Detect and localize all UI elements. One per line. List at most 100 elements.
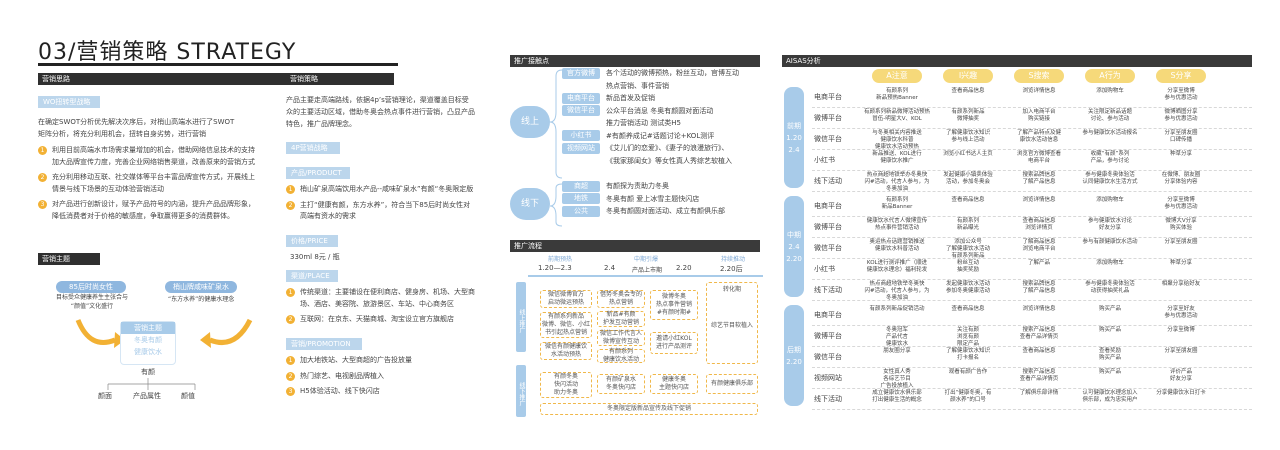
touchpoint-row: 官方微博各个活动的微博预热，粉丝互动，官博互动 <box>562 67 802 80</box>
aisas-cell: 热点商超地铁举办冬奥快 闪#活动，代言人参与，为 冬奥加油 <box>864 172 930 192</box>
aisas-row-label: 线下活动 <box>814 177 842 185</box>
touchpoint-row: 推力营销活动 测试类H5 <box>562 117 802 130</box>
aisas-cell: 微博大V分享 购买体验 <box>1165 218 1197 231</box>
aisas-row-divider <box>812 367 1252 368</box>
aisas-cell: 与冬奥相关内容推送 健康饮水科普 健康饮水活动预热 <box>872 130 922 150</box>
bullet-number-icon: 3 <box>286 387 295 396</box>
aisas-cell: 查看商品信息 <box>1022 348 1056 354</box>
offline-circle: 线下 <box>510 188 550 220</box>
bullet-number-icon: 1 <box>286 356 295 365</box>
touchpoint-row: 地铁冬奥有颜 爱上冰雪主题快闪店 <box>562 193 802 206</box>
touchpoint-row: 视频网站《艾儿们的恋爱》、《妻子的浪漫旅行》、 <box>562 142 802 155</box>
aisas-row-divider <box>812 191 1252 192</box>
wo-strategy-label: WO扭转型战略 <box>38 96 100 108</box>
aisas-cell: 了解产品 <box>1027 260 1050 266</box>
aisas-cell: 在微博、朋友圈 分享体验内容 <box>1161 172 1201 185</box>
online-circle: 线上 <box>510 106 550 138</box>
aisas-cell: 购买产品 <box>1098 306 1121 312</box>
theme-arrows <box>75 318 253 348</box>
aisas-cell: 查看商品信息 <box>951 197 985 203</box>
aisas-cell: 参与健康冬奥体验活 动获得抽奖礼品 <box>1085 281 1135 294</box>
aisas-cell: 加入电商平台 购买链接 <box>1022 109 1056 122</box>
touchpoint-text: 各个活动的微博预热，粉丝互动，官博互动 <box>606 69 739 77</box>
aisas-cell: 冬奥冠军 产品代言 健康饮水 <box>885 327 908 347</box>
touchpoint-text: 冬奥有颜 爱上冰雪主题快闪店 <box>606 194 700 203</box>
flow-box: 借势冬奥会专的 热点营销 <box>597 290 645 308</box>
aisas-row-label: 电商平台 <box>814 311 842 319</box>
flow-date: 1.20—2.3 <box>538 264 572 272</box>
aisas-cell: 种草分享 <box>1169 151 1192 157</box>
aisas-cell: 有颜系列新品 微博抽奖 <box>951 109 985 122</box>
bullet-number-icon: 2 <box>286 315 295 324</box>
aisas-cell: 浏览小红书达人主页 <box>943 151 993 157</box>
flow-mid-label: 产品上市期 <box>632 267 663 274</box>
aisas-head: S分享 <box>1156 69 1206 83</box>
touchpoint-label: 地铁 <box>562 193 600 205</box>
aisas-cell: 了解健康饮水知识 打卡报名 <box>945 348 990 361</box>
aisas-cell: 分享至微博 参与优惠活动 <box>1164 197 1198 210</box>
4p-label: 4P营销战略 <box>286 142 340 154</box>
aisas-row-divider <box>812 216 1252 217</box>
aisas-cell: 微博晒图分享 参与优惠活动 <box>1164 109 1198 122</box>
touchpoint-text: 新品首发及促销 <box>606 94 655 102</box>
bullet-number-icon: 1 <box>286 185 295 194</box>
aisas-cell: 评价产品 好友分享 <box>1169 369 1192 382</box>
aisas-row-label: 电商平台 <box>814 93 842 101</box>
aisas-row-label: 小红书 <box>814 265 835 273</box>
audience-desc: 目标受众健康养生主张合与 <box>55 294 128 301</box>
aisas-cell: 参与健康冬奥体验活 认同健康饮水生活方式 <box>1082 172 1138 185</box>
bullet-line: 热门综艺、电视剧品牌植入 <box>300 371 384 380</box>
flow-box: 微信工作代言人 微博宣传互动 <box>597 330 645 346</box>
bullet-line: 主打“健康有颜，东方水养”，符合当下85后时尚女性对 <box>300 200 471 209</box>
section-strategy: 营销策略 <box>286 73 348 85</box>
aisas-row-divider <box>812 346 1252 347</box>
aisas-phase-text: 2.20 <box>786 357 802 366</box>
bullet-number-icon: 3 <box>38 200 47 209</box>
aisas-cell: KOL进行测评推广（顺进 健康饮水理念）福利轮发 <box>866 260 928 273</box>
aisas-phase-text: 2.4 <box>788 145 800 154</box>
flow-phase: 中期引爆 <box>634 256 659 263</box>
touchpoint-row: 微信平台公众平台消息 冬奥有颜圆对面活动 <box>562 105 802 118</box>
aisas-cell: 参与健康饮水讨论 好友分享 <box>1087 218 1132 231</box>
flow-box: 有颜矿泉水 冬奥快闪店 <box>597 374 645 394</box>
touchpoint-label: 微信平台 <box>562 105 600 117</box>
touchpoint-row: 商超有颜探为责助力冬奥 <box>562 180 802 193</box>
aisas-row-label: 视频网站 <box>814 374 842 382</box>
touchpoint-text: 冬奥有颜圆对面活动、成立有颜俱乐部 <box>606 207 725 215</box>
bullet-line: 对产品进行创新设计，赋予产品符号的内涵，提升产品品牌形象， <box>52 200 255 208</box>
aisas-cell: 分享至朋友圈 <box>1164 239 1198 245</box>
touchpoint-text: 热点营销、事件营销 <box>606 81 669 90</box>
aisas-row-label: 微信平台 <box>814 353 842 361</box>
aisas-phase-text: 中期 <box>787 230 801 239</box>
bullet-line: 降低消费者对于价格的敏感度，争取赢得更多的消费群体。 <box>52 211 234 220</box>
aisas-cell: 发起健康饮水活动 参加冬奥健康活动 <box>945 281 990 294</box>
aisas-cell: 添加购物车 <box>1096 88 1124 94</box>
flow-box: 有颜系列新品 微博、微信、小红 书引起热点营销 <box>540 312 592 338</box>
section-aisas: AISAS分析 <box>782 55 1252 67</box>
aisas-cell: 分享至朋友圈 <box>1164 348 1198 354</box>
aisas-cell: 发起健康小镇卖体验 活动，参加冬奥会 <box>943 172 993 185</box>
strategy-desc: 产品主要走高端路线，依据4p’s营销理论，渠道覆盖目标受 <box>286 96 469 104</box>
aisas-cell: 浏览官方微博查看 电商平台 <box>1016 151 1061 164</box>
flow-date: 2.20 <box>676 264 692 272</box>
bullet-line: 高端有资水的需求 <box>300 212 356 220</box>
bottom-label: 产品属性 <box>133 392 161 400</box>
flow-box: 新品#有颜 护发互动营销 <box>597 311 645 327</box>
aisas-cell: 认可健康饮水理念加入 俱乐部，成为忠实用户 <box>1082 390 1138 403</box>
aisas-cell: 相聚分享给好友 <box>1161 281 1201 287</box>
touchpoint-text: #有颜养成记#话题讨论+KOL测评 <box>606 131 715 140</box>
touchpoint-label: 公共 <box>562 205 600 217</box>
touchpoint-text: 推力营销活动 测试类H5 <box>606 119 681 127</box>
flow-box: 微博冬奥 热点事件营销 #有颜时期# <box>650 290 698 320</box>
aisas-cell: 查看奖励 购买产品 <box>1098 348 1121 361</box>
bullet-number-icon: 1 <box>38 146 47 155</box>
